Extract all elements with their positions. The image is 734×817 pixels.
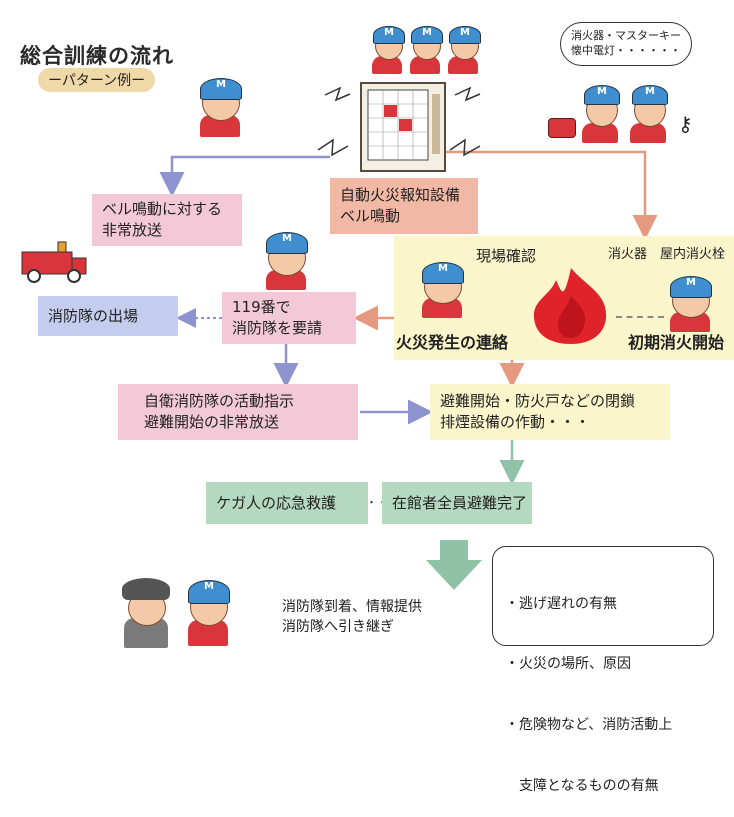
fire-report-label: 火災発生の連絡 [396, 333, 509, 352]
node-all-evacuated: 在館者全員避難完了 [382, 482, 532, 524]
phone-caller-figure: M [256, 226, 316, 290]
fire-truck-illustration [18, 238, 90, 284]
flow-arrows [159, 86, 658, 590]
extinguishers-label: 消火器 屋内消火栓 [608, 247, 726, 262]
page-title: 総合訓練の流れ [20, 44, 174, 68]
fire-scene-panel: 現場確認 消火器 屋内消火栓 M M 火災発生の連絡 初期消火開始 [394, 236, 734, 360]
node-fire-dept-dispatch: 消防隊の出場 [38, 296, 178, 336]
node-alarm: 自動火災報知設備 ベル鳴動 [330, 178, 478, 234]
initial-fight-label: 初期消火開始 [628, 333, 725, 352]
big-down-arrow [426, 540, 482, 590]
checklist-item: ・火災の場所、原因 [505, 656, 631, 673]
fire-extinguisher-icon [548, 118, 576, 138]
site-check-label: 現場確認 [476, 247, 537, 265]
fire-officer-figure [118, 568, 174, 648]
node-self-defense: 自衛消防隊の活動指示 避難開始の非常放送 [118, 384, 358, 440]
node-broadcast: ベル鳴動に対する 非常放送 [92, 194, 242, 246]
firefighter-figure: M [660, 270, 720, 332]
arrow-alarm-broadcast [159, 155, 330, 197]
checklist-item: 支障となるものの有無 [505, 778, 659, 795]
handover-text: 消防隊到着、情報提供 消防隊へ引き継ぎ [282, 599, 422, 635]
checklist-box: ・逃げ遅れの有無 ・火災の場所、原因 ・危険物など、消防活動上 支障となるものの… [492, 546, 714, 794]
reporter-figure: M [414, 258, 470, 318]
checklist-item: ・逃げ遅れの有無 [505, 595, 617, 612]
staff-pair-right: M M [580, 75, 680, 145]
page-subtitle: ーパターン例ー [38, 68, 156, 92]
node-first-aid: ケガ人の応急救護 [206, 482, 368, 524]
spray-line [616, 316, 664, 322]
alarm-panel-illustration [360, 82, 446, 172]
node-call-119: 119番で 消防隊を要請 [222, 292, 356, 344]
staff-bottom-figure: M [180, 568, 236, 648]
speech-bubble: 消火器・マスターキー 懐中電灯・・・・・・ [560, 22, 692, 66]
node-evacuation: 避難開始・防火戸などの閉鎖 排煙設備の作動・・・ [430, 384, 670, 440]
announcer-figure: M [190, 70, 250, 140]
checklist-item: ・危険物など、消防活動上 [505, 717, 673, 734]
key-icon: ⚷ [678, 112, 693, 136]
arrow-alarm-site [440, 150, 658, 240]
fire-icon [533, 268, 607, 344]
staff-group-top: M M M [370, 20, 481, 76]
